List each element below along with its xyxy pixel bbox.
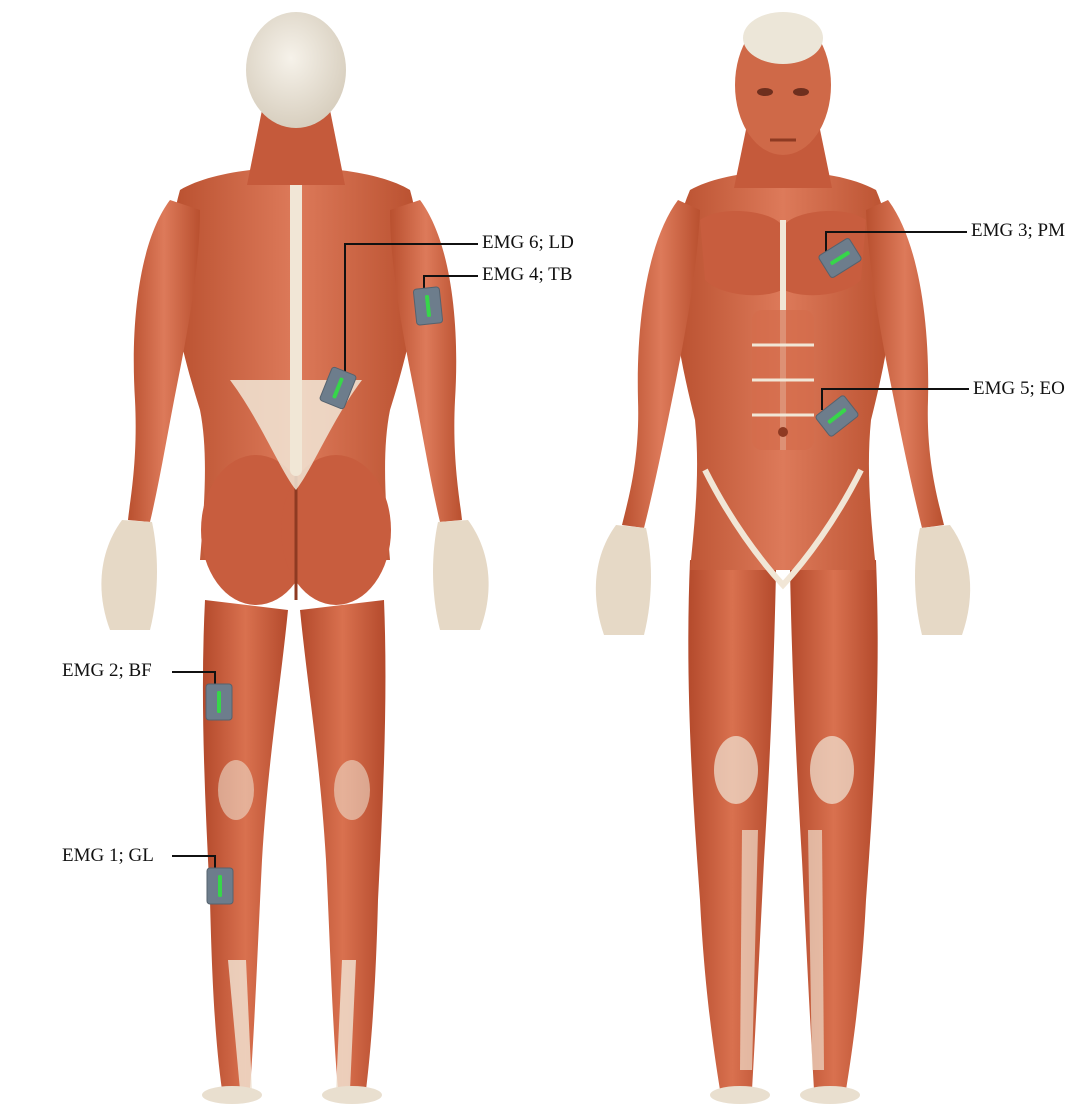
emg-sensor-icon <box>207 868 233 904</box>
anterior-body <box>596 12 970 1104</box>
sensor-label-eo: EMG 5; EO <box>973 378 1065 400</box>
posterior-body <box>101 12 488 1104</box>
emg-sensor-icon <box>413 287 443 326</box>
emg-sensor-icon <box>206 684 232 720</box>
sensor-label-bf: EMG 2; BF <box>62 660 152 682</box>
sensor-label-pm: EMG 3; PM <box>971 220 1065 242</box>
sensor-label-tb: EMG 4; TB <box>482 264 572 286</box>
sensor-label-gl: EMG 1; GL <box>62 845 154 867</box>
sensor-label-ld: EMG 6; LD <box>482 232 574 254</box>
